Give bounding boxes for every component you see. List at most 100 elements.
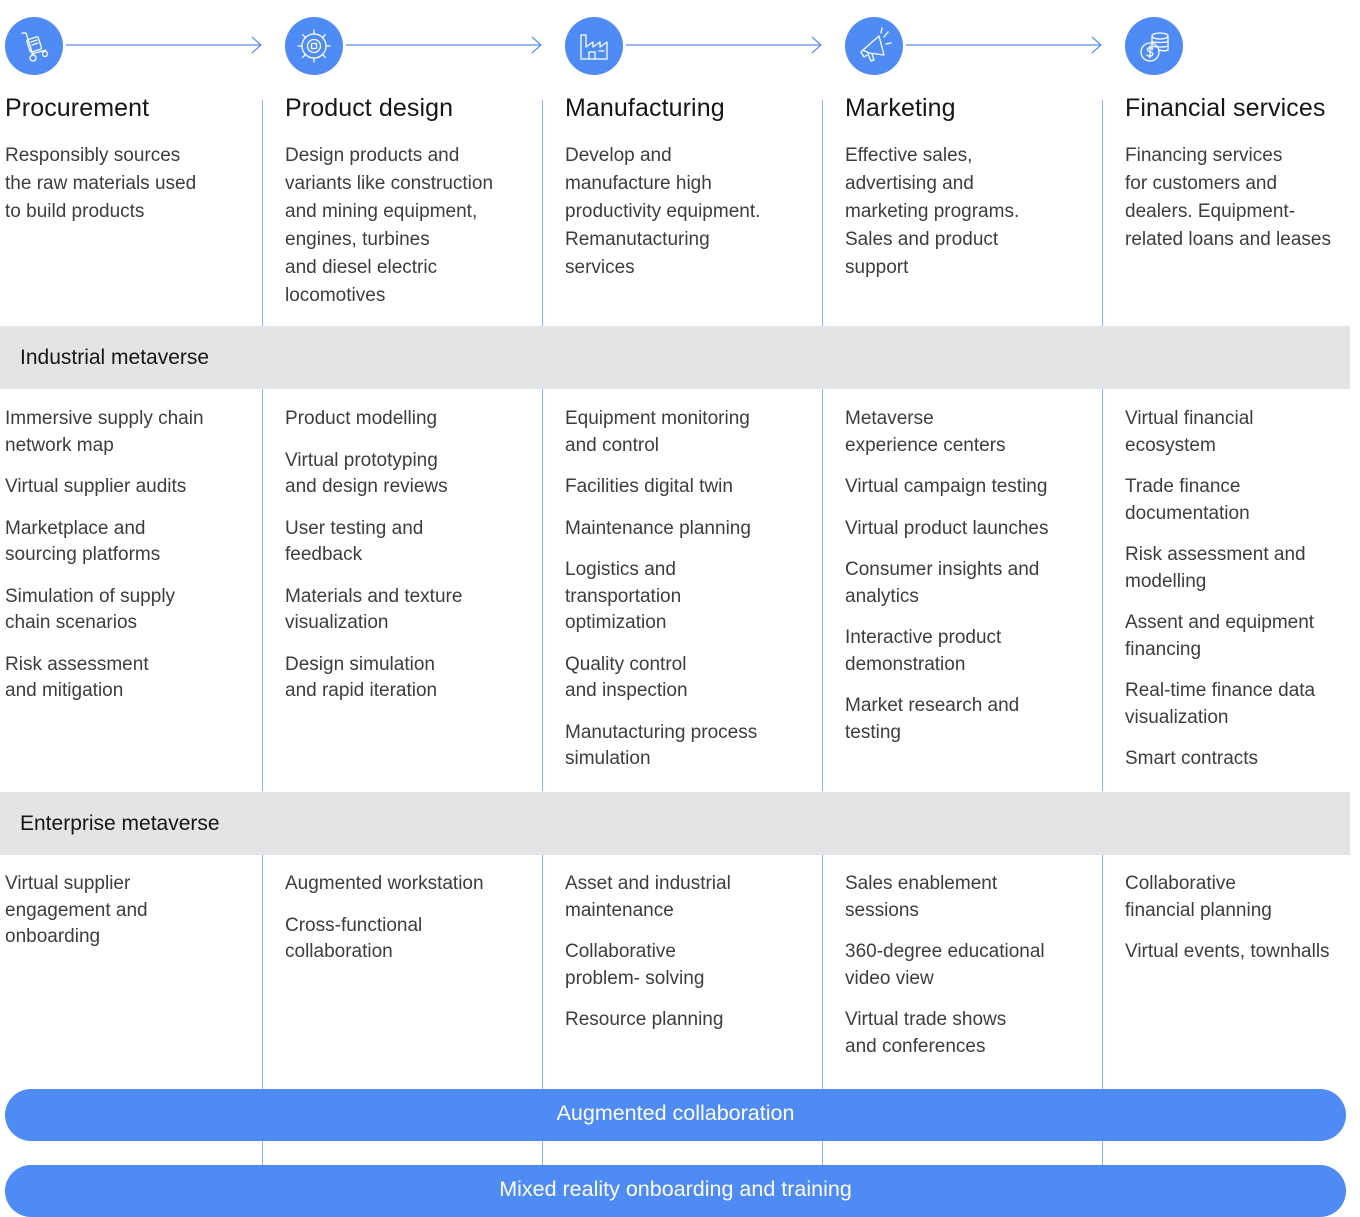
column-divider: [262, 855, 263, 1089]
column-divider: [542, 100, 543, 326]
list-item-line: Real-time finance data: [1125, 680, 1316, 701]
list-item-line: sessions: [845, 899, 919, 921]
list-item-line: simulation: [565, 748, 651, 769]
list-item: 360-degree educational video view: [845, 939, 1045, 992]
band-label: Industrial metaverse: [20, 346, 210, 369]
column-divider: [262, 100, 263, 326]
list-item-line: video view: [845, 967, 934, 989]
list-item: Virtual product launches: [845, 516, 1049, 543]
list-item-line: User testing and: [285, 517, 424, 539]
list-item: User testing and feedback: [285, 516, 462, 569]
list-item-line: Market research and: [845, 695, 1020, 716]
list-item-line: Materials and texture: [285, 585, 463, 607]
column-title: Product design: [285, 94, 454, 122]
augmented-collaboration-bar: Augmented collaboration: [5, 1089, 1346, 1141]
list-item-line: Equipment monitoring: [565, 408, 750, 429]
column-divider: [822, 1140, 823, 1165]
description-line: manufacture high: [565, 173, 712, 194]
flow-arrow: [626, 36, 822, 54]
list-item-line: and rapid iteration: [285, 680, 438, 701]
list-item-line: Collaborative: [565, 941, 676, 962]
description-line: engines, turbines: [285, 229, 430, 250]
list-item-line: Risk assessment and: [1125, 544, 1306, 565]
coins-dollar-icon: [1125, 17, 1183, 75]
list-item-line: Resource planning: [565, 1009, 724, 1030]
list-item: Virtual supplier audits: [5, 474, 204, 501]
list-item-line: Virtual prototyping: [285, 449, 438, 471]
list-item-line: visualization: [1125, 706, 1229, 728]
list-item: Resource planning: [565, 1007, 731, 1034]
column-divider: [822, 100, 823, 326]
description-line: related loans and leases: [1125, 229, 1331, 250]
description-line: Remanutacturing: [565, 229, 710, 250]
list-item-line: documentation: [1125, 502, 1250, 524]
list-item-line: Design simulation: [285, 653, 435, 675]
list-item-line: 360-degree educational: [845, 941, 1045, 962]
list-item-line: visualization: [285, 612, 389, 633]
description-line: for customers and: [1125, 173, 1278, 194]
description-line: productivity equipment.: [565, 201, 761, 222]
list-item-line: onboarding: [5, 926, 101, 947]
description-line: support: [845, 257, 909, 278]
column-divider: [1102, 389, 1103, 791]
list-item-line: feedback: [285, 544, 363, 565]
description-line: advertising and: [845, 173, 974, 194]
description-line: dealers. Equipment-: [1125, 201, 1296, 222]
list-item-line: analytics: [845, 585, 919, 607]
list-item: Product modelling: [285, 406, 462, 433]
mixed-reality-training-bar: Mixed reality onboarding and training: [5, 1165, 1346, 1217]
list-item-line: Virtual financial: [1125, 408, 1254, 429]
list-item-line: network map: [5, 434, 114, 456]
list-item-line: demonstration: [845, 653, 966, 675]
description-line: to build products: [5, 201, 145, 222]
list-item: Augmented workstation: [285, 871, 484, 898]
list-item-line: ecosystem: [1125, 434, 1216, 456]
list-item: Virtual events, townhalls: [1125, 939, 1330, 966]
list-item-line: chain scenarios: [5, 612, 138, 633]
list-item: Virtual campaign testing: [845, 474, 1049, 501]
list-item-line: transportation: [565, 585, 682, 607]
description-line: locomotives: [285, 285, 386, 306]
list-item-line: and conferences: [845, 1035, 986, 1057]
list-item: Virtual financial ecosystem: [1125, 406, 1315, 459]
list-item-line: Facilities digital twin: [565, 476, 733, 497]
list-item-line: financial planning: [1125, 899, 1272, 921]
list-item-line: Immersive supply chain: [5, 408, 204, 429]
list-item-line: Cross-functional: [285, 914, 423, 936]
description-line: Design products and: [285, 145, 460, 166]
list-item: Immersive supply chain network map: [5, 406, 204, 459]
hand-truck-icon: [5, 17, 63, 75]
list-item-line: Product modelling: [285, 408, 438, 429]
list-item-line: problem- solving: [565, 967, 705, 989]
list-item: Consumer insights and analytics: [845, 557, 1049, 610]
list-item-line: Virtual product launches: [845, 517, 1049, 539]
enterprise-metaverse-band: Enterprise metaverse: [0, 792, 1350, 855]
list-item-line: Consumer insights and: [845, 559, 1040, 580]
band-label: Enterprise metaverse: [20, 812, 220, 835]
column-divider: [262, 389, 263, 791]
column-divider: [822, 855, 823, 1089]
list-item: Facilities digital twin: [565, 474, 757, 501]
list-item: Collaborative problem- solving: [565, 939, 731, 992]
column-description: Develop and manufacture high productivity …: [565, 142, 760, 282]
description-line: Develop and: [565, 145, 672, 166]
list-item-line: Maintenance planning: [565, 517, 751, 539]
